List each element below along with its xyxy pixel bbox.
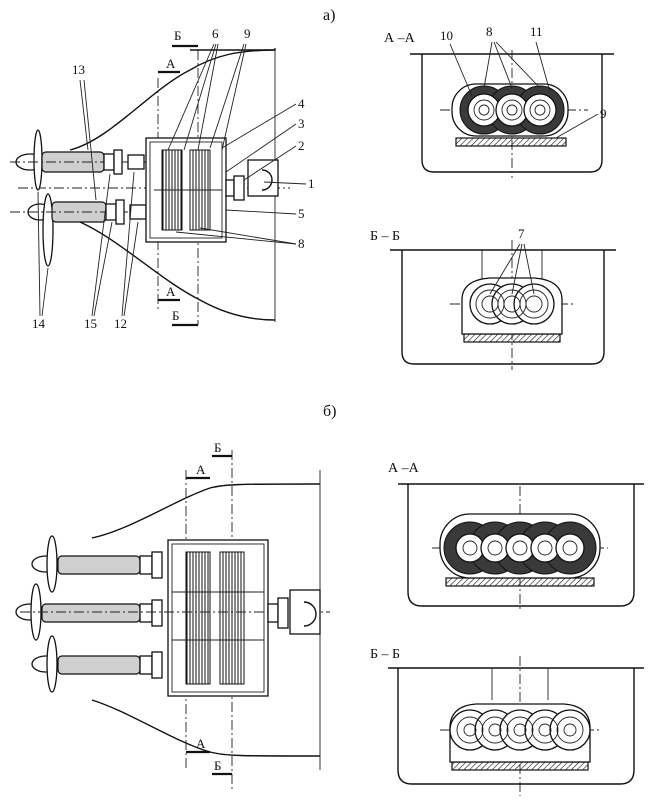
callout-14: 14 bbox=[32, 316, 46, 331]
callout-6: 6 bbox=[212, 26, 219, 41]
section-mark-b-top: Б bbox=[174, 28, 181, 43]
b-section-mark-a-bottom: А bbox=[196, 736, 206, 751]
part-a-section-aa: А –А 10 8 11 9 bbox=[384, 24, 614, 178]
b-section-mark-b-bottom: Б bbox=[214, 758, 221, 773]
callout-15: 15 bbox=[84, 316, 97, 331]
part-a-plan-view bbox=[10, 44, 290, 327]
section-mark-a-top: А bbox=[166, 56, 176, 71]
b-section-mark-b-top: Б bbox=[214, 440, 221, 455]
aa-callout-10: 10 bbox=[440, 28, 453, 43]
b-section-mark-a-top: А bbox=[196, 462, 206, 477]
section-bb-title-a: Б – Б bbox=[370, 229, 400, 244]
callout-1: 1 bbox=[308, 176, 315, 191]
callout-4: 4 bbox=[298, 96, 305, 111]
part-a-callouts: 13 6 9 4 3 2 1 5 8 14 15 12 А Б А Б bbox=[32, 26, 315, 331]
callout-9: 9 bbox=[244, 26, 251, 41]
section-mark-b-bottom: Б bbox=[172, 308, 179, 323]
part-b-section-aa: А –А bbox=[388, 461, 644, 612]
part-a-label: а) bbox=[323, 7, 335, 24]
part-b-section-bb: Б – Б bbox=[370, 647, 644, 796]
callout-3: 3 bbox=[298, 116, 305, 131]
callout-2: 2 bbox=[298, 138, 305, 153]
aa-callout-11: 11 bbox=[530, 24, 543, 39]
callout-8: 8 bbox=[298, 236, 305, 251]
section-aa-title-b: А –А bbox=[388, 461, 420, 476]
callout-5: 5 bbox=[298, 206, 305, 221]
section-mark-a-bottom: А bbox=[166, 284, 176, 299]
aa-callout-9: 9 bbox=[600, 106, 607, 121]
section-bb-title-b: Б – Б bbox=[370, 647, 400, 662]
part-b-label: б) bbox=[323, 403, 336, 420]
section-aa-title-a: А –А bbox=[384, 31, 416, 46]
part-b-plan-view: А Б А Б bbox=[15, 440, 330, 790]
bb-callout-7: 7 bbox=[518, 226, 525, 241]
callout-13: 13 bbox=[72, 62, 85, 77]
aa-callout-8: 8 bbox=[486, 24, 493, 39]
part-a-section-bb: Б – Б 7 bbox=[370, 226, 616, 370]
callout-12: 12 bbox=[114, 316, 127, 331]
